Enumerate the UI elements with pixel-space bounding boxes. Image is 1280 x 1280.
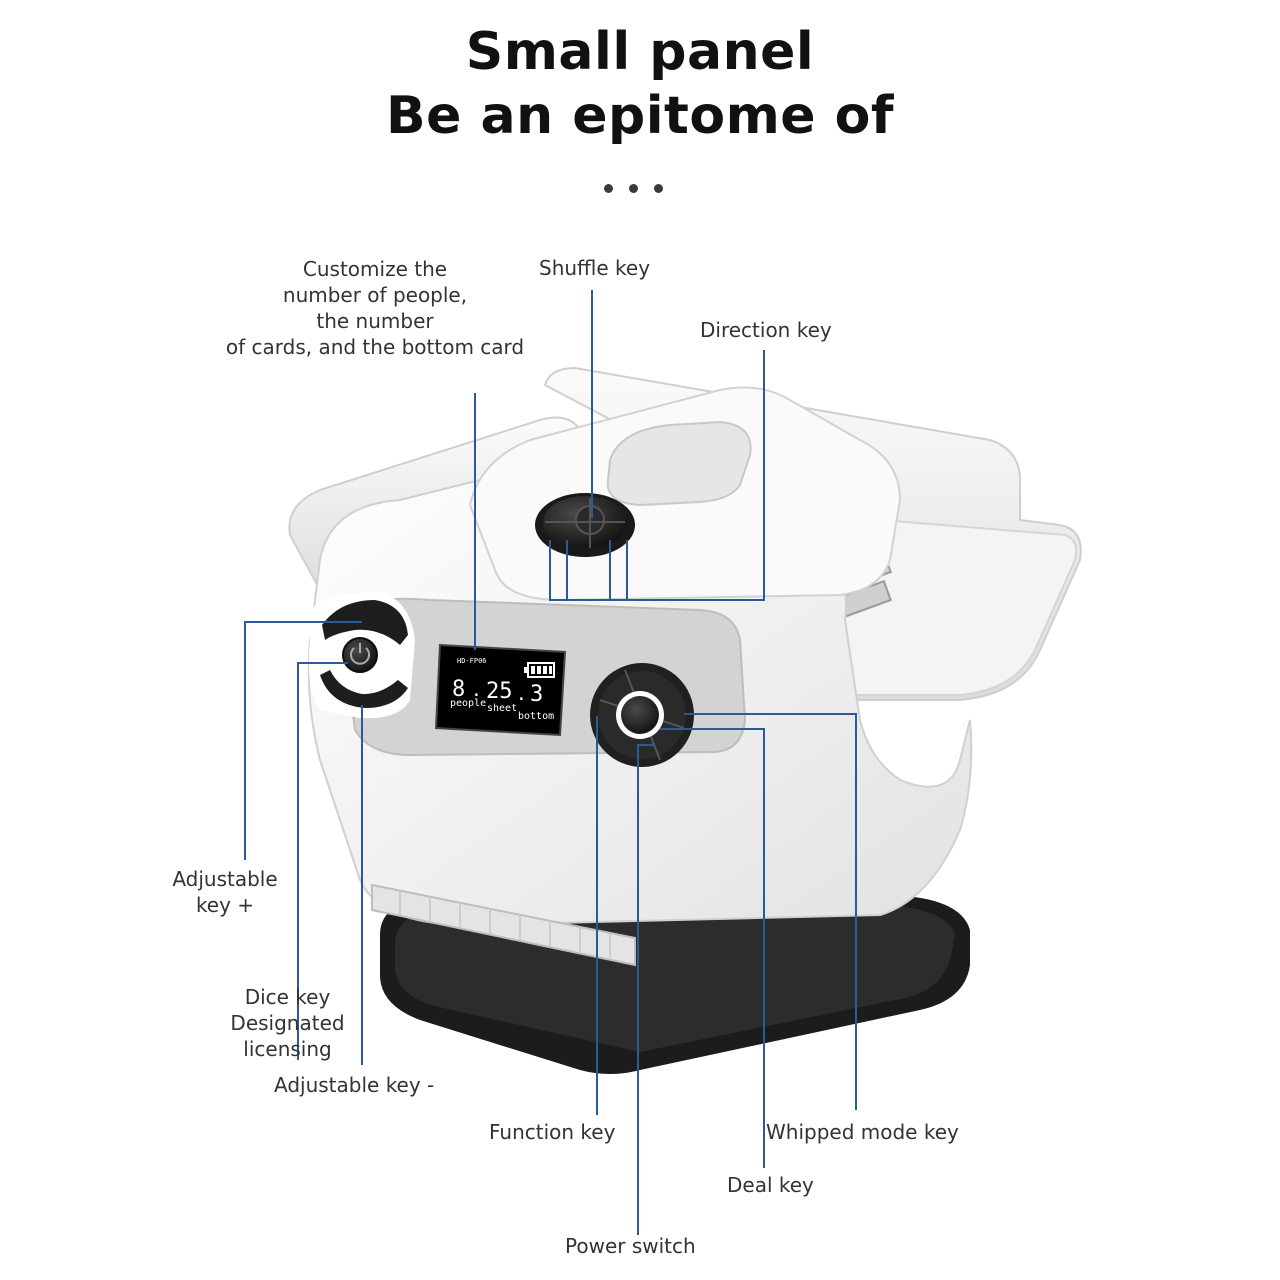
display-sheet-value: 25 <box>486 679 513 704</box>
label-shuffle-key: Shuffle key <box>539 256 651 280</box>
label-customize-line4: of cards, and the bottom card <box>225 335 525 359</box>
display-people-value: 8 <box>452 677 465 702</box>
label-dice-key-line3: licensing <box>243 1037 332 1061</box>
svg-text:.: . <box>471 680 482 701</box>
svg-text:.: . <box>516 684 527 705</box>
power-icon <box>350 647 370 665</box>
battery-icon <box>524 662 555 678</box>
decorative-dots <box>600 184 680 196</box>
label-whipped-mode-key: Whipped mode key <box>766 1120 959 1144</box>
label-dice-key-line1: Dice key <box>244 985 331 1009</box>
label-adjustable-minus: Adjustable key - <box>274 1073 435 1097</box>
page-title-line1: Small panel <box>465 22 815 82</box>
left-button-cluster <box>320 600 408 708</box>
display-people-label: people <box>450 698 486 709</box>
right-button-cluster <box>590 663 694 767</box>
label-power-switch: Power switch <box>565 1234 696 1258</box>
display-model: HD-FP06 <box>457 657 487 665</box>
display-bottom-value: 3 <box>530 682 543 707</box>
label-customize-line3: the number <box>316 309 434 333</box>
label-function-key: Function key <box>489 1120 616 1144</box>
label-dice-key-line2: Designated <box>230 1011 345 1035</box>
page-title-line2: Be an epitome of <box>385 86 895 146</box>
card-output-slot <box>371 883 636 967</box>
label-deal-key: Deal key <box>727 1173 814 1197</box>
callout-lines <box>244 290 857 1235</box>
label-adjustable-plus-line2: key + <box>195 893 255 917</box>
card-slot <box>606 420 752 507</box>
display-bottom-label: bottom <box>518 711 554 722</box>
label-customize-line1: Customize the <box>302 257 448 281</box>
label-customize-line2: number of people, <box>282 283 468 307</box>
label-customize: Customize the number of people, the numb… <box>210 256 540 360</box>
label-adjustable-plus-line1: Adjustable <box>172 867 278 891</box>
lcd-display: HD-FP06 8 . 25 . 3 people sheet bottom <box>434 643 567 737</box>
label-direction-key: Direction key <box>700 318 832 342</box>
label-adjustable-plus: Adjustable key + <box>160 866 290 918</box>
label-dice-key: Dice key Designated licensing <box>220 984 355 1062</box>
display-sheet-label: sheet <box>487 703 517 714</box>
